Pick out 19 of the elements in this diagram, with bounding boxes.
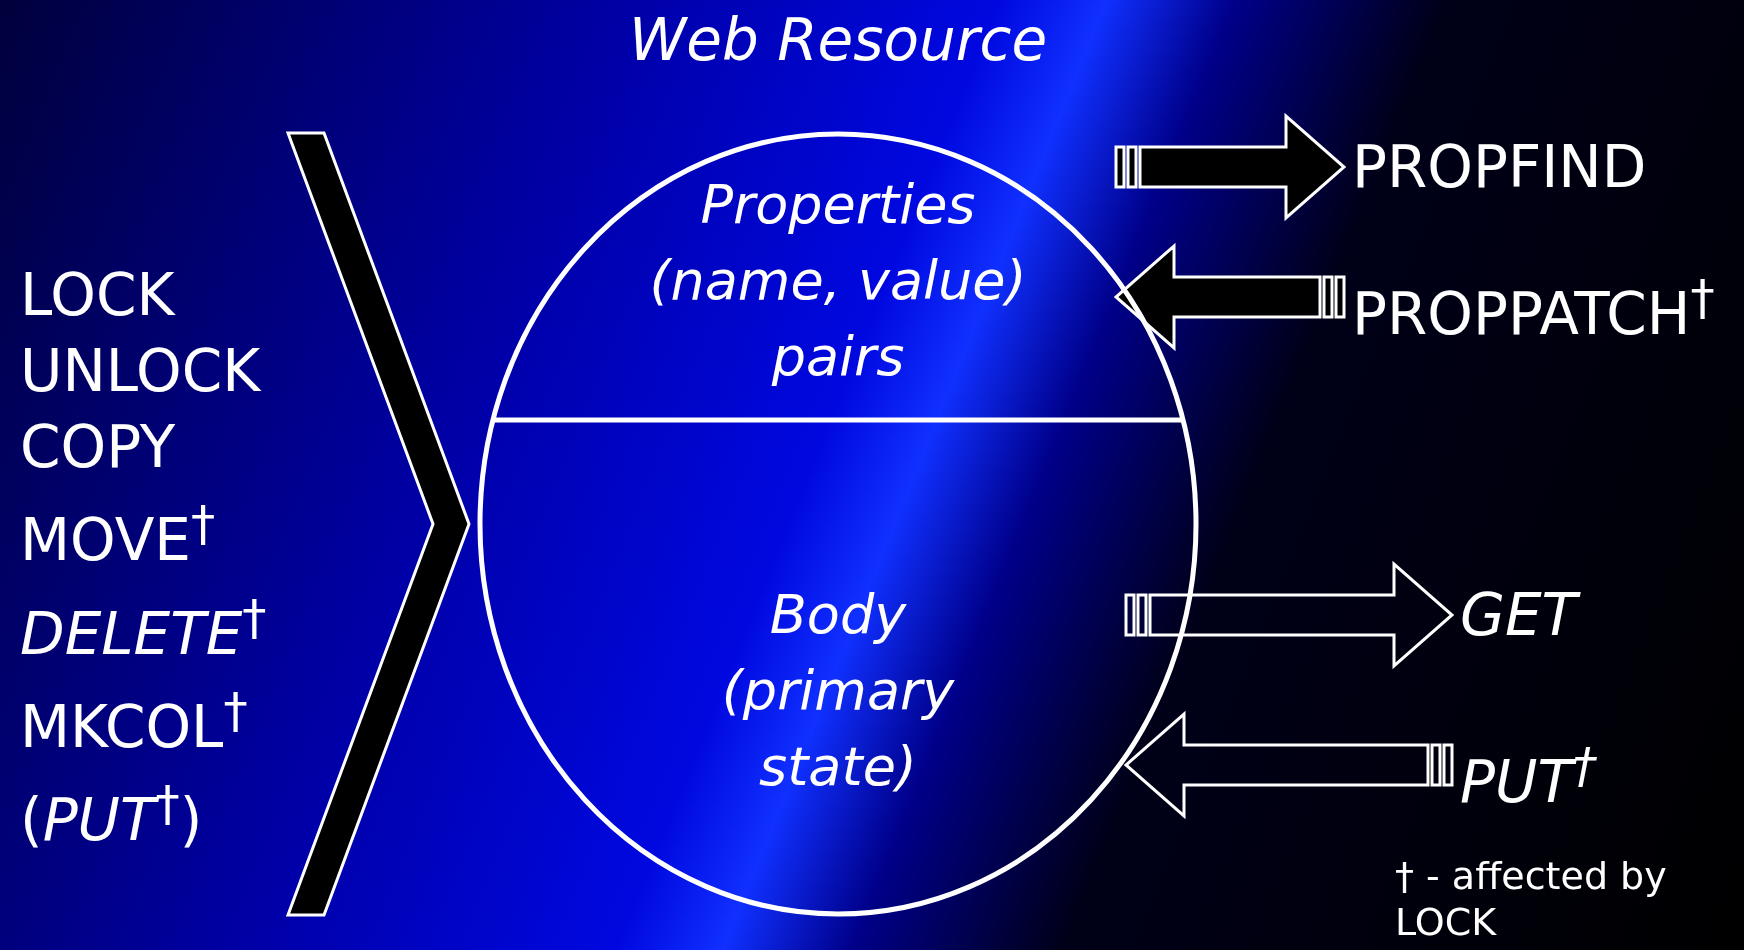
method-name: PROPFIND bbox=[1352, 129, 1647, 205]
properties-text: Properties (name, value) pairs bbox=[568, 167, 1108, 395]
method-name: DELETE$^{†}$ bbox=[20, 599, 267, 668]
method-name: LOCK bbox=[20, 261, 175, 329]
block-arrow bbox=[1124, 560, 1455, 670]
method-name: PUT$^{†}$ bbox=[1460, 727, 1598, 821]
footnote: † - affected by LOCK bbox=[1395, 853, 1668, 945]
body-text: Body (primary state) bbox=[558, 577, 1118, 805]
method-name: MKCOL$^{†}$ bbox=[20, 693, 248, 761]
method-name: PROPPATCH$^{†}$ bbox=[1352, 259, 1715, 353]
block-arrow bbox=[1113, 242, 1346, 352]
method-name: COPY bbox=[20, 413, 176, 481]
method-name: UNLOCK bbox=[20, 337, 261, 405]
chevron-arrow bbox=[285, 131, 471, 917]
block-arrow bbox=[1123, 710, 1454, 820]
title: Web Resource bbox=[628, 6, 1048, 74]
method-name: (PUT$^{†}$) bbox=[20, 786, 203, 855]
method-name: MOVE$^{†}$ bbox=[20, 506, 216, 575]
block-arrow bbox=[1114, 112, 1347, 222]
